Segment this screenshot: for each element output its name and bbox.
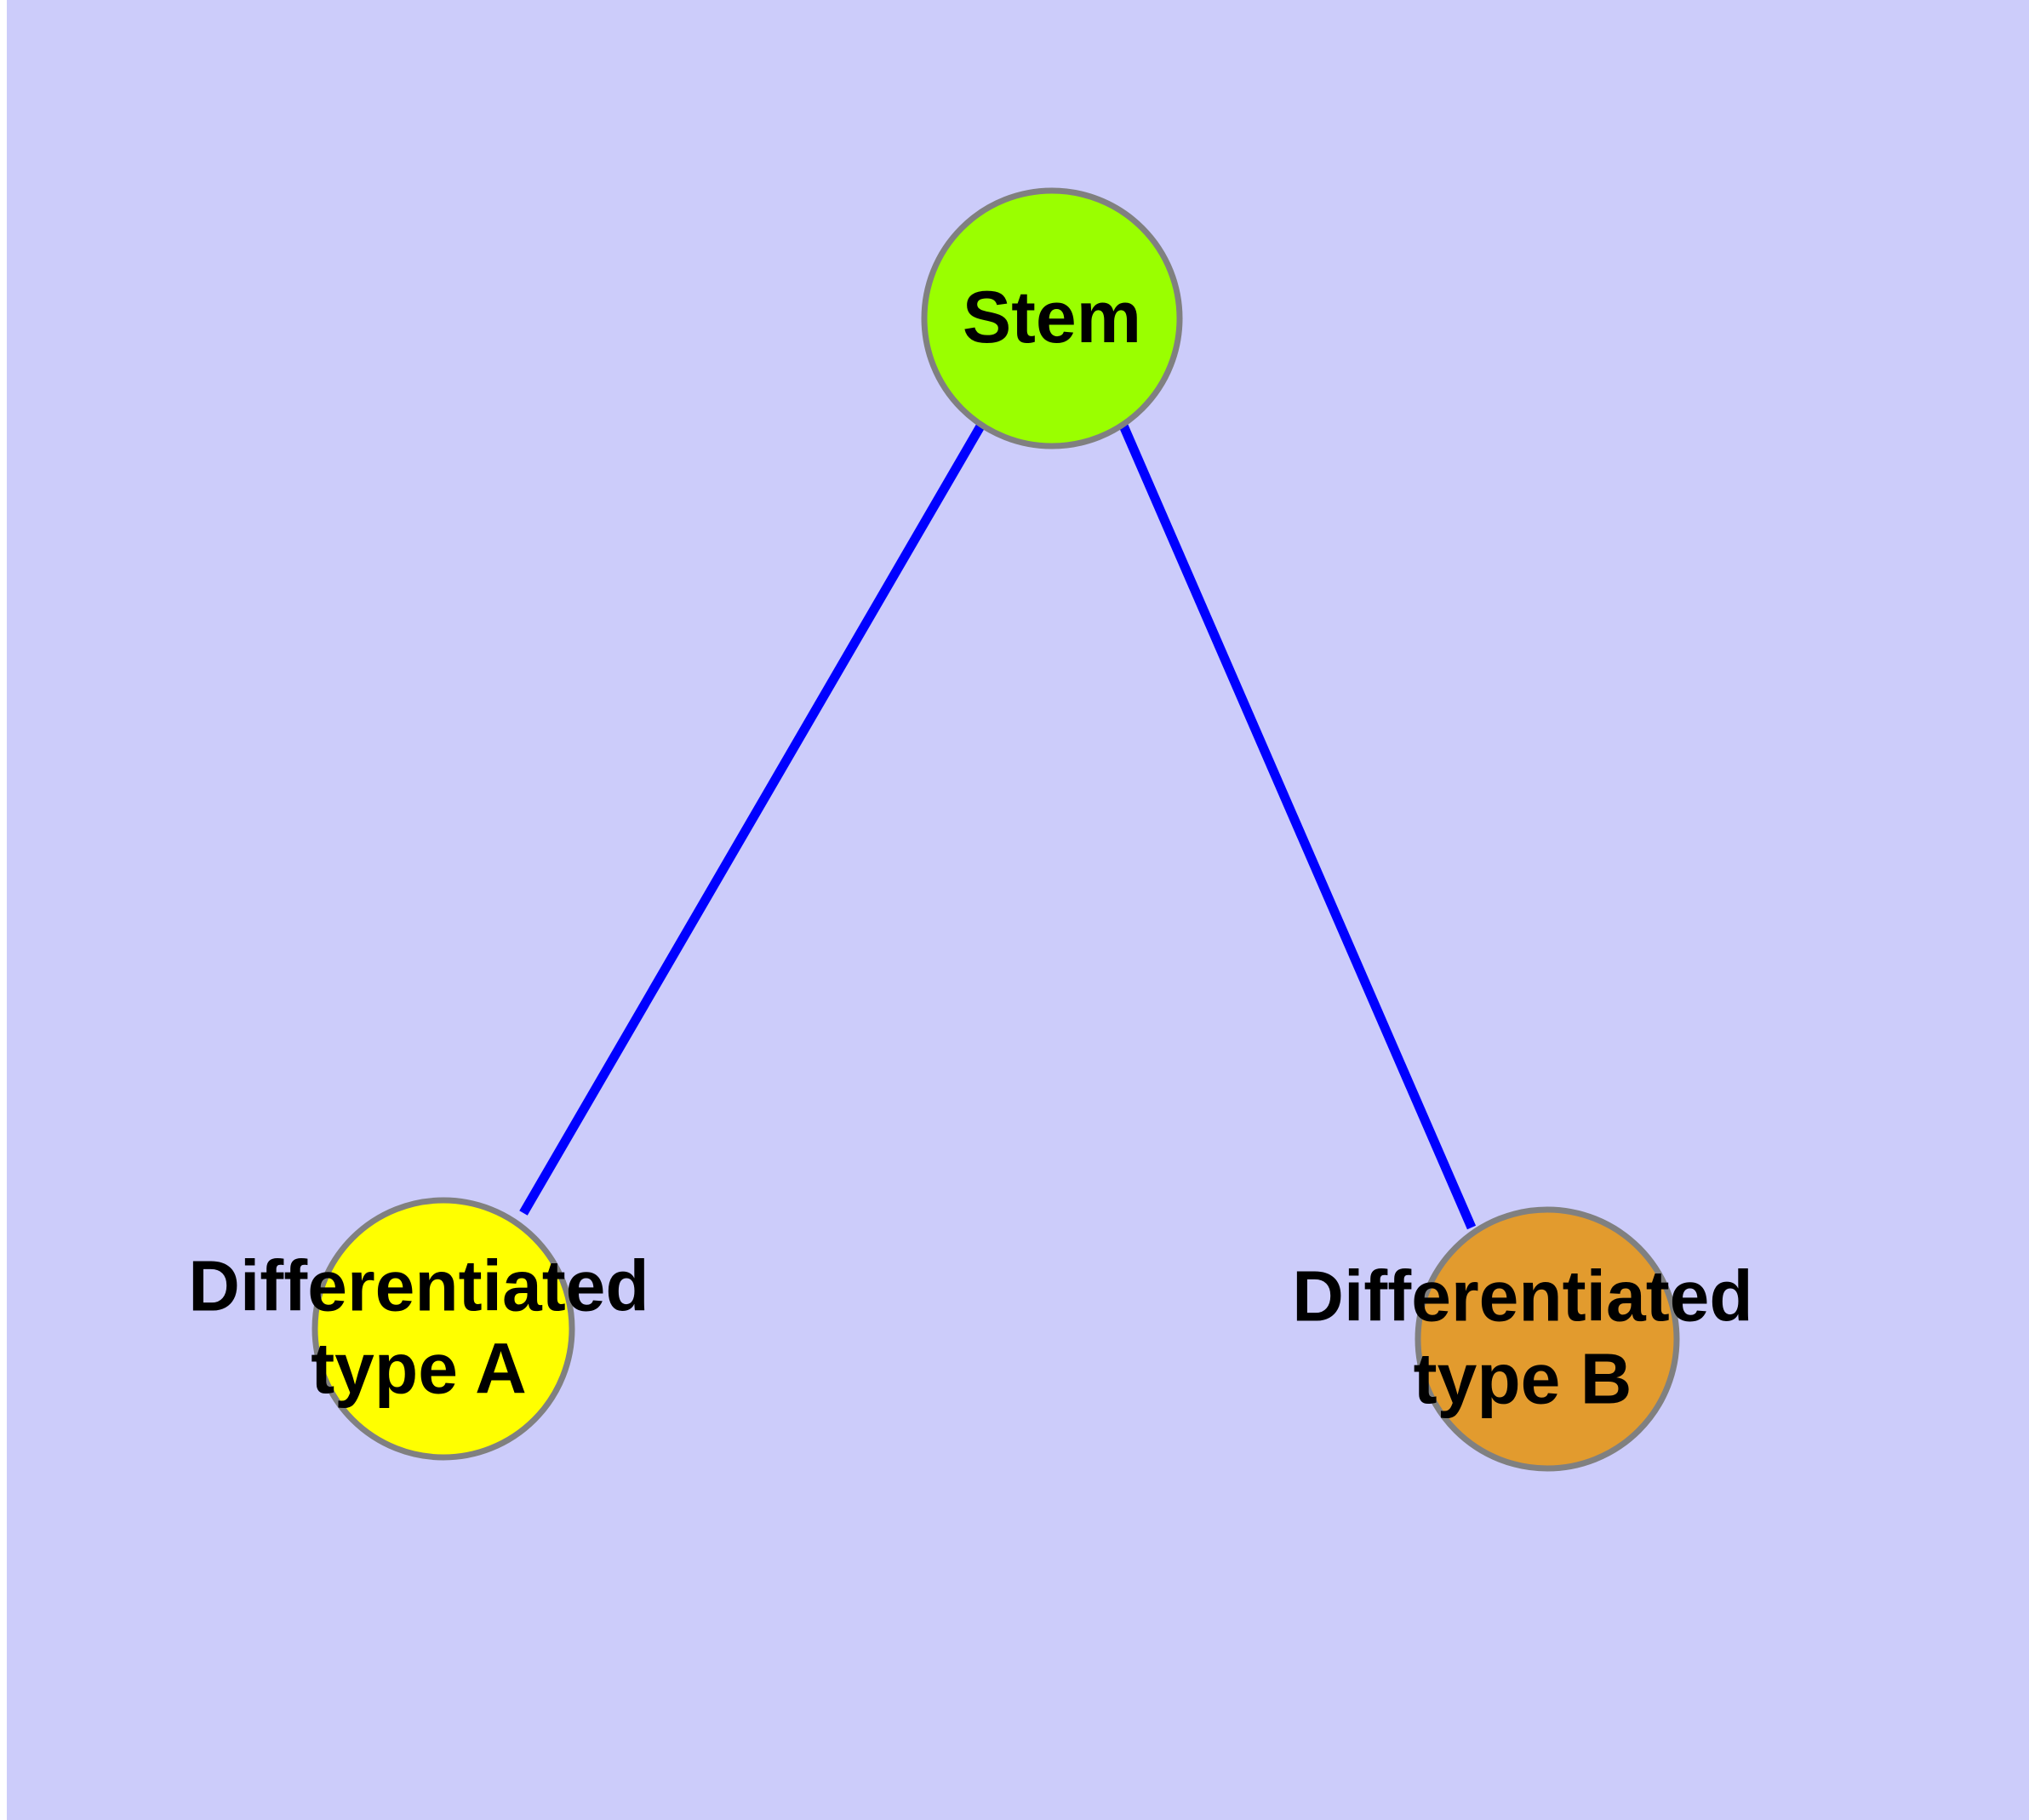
node-differentiated-type-a[interactable] [311,1197,575,1461]
edge-layer [519,422,1477,1230]
edge-stem-to-differentiated-type-b [1118,423,1477,1230]
node-differentiated-type-b[interactable] [1415,1206,1680,1472]
node-layer [311,187,1680,1472]
node-stem[interactable] [921,187,1183,449]
edge-stem-to-differentiated-type-a [519,422,986,1216]
